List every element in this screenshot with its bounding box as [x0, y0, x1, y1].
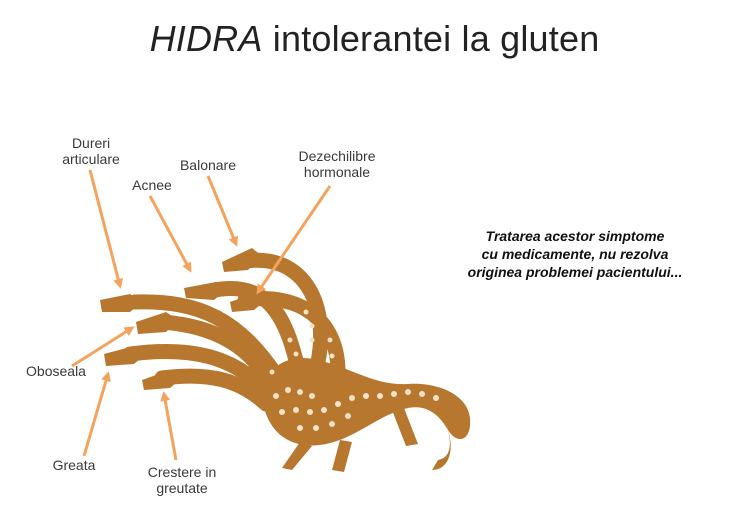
- hydra-head: [136, 312, 178, 334]
- label-balonare: Balonare: [168, 157, 248, 173]
- label-line: Crestere in: [147, 464, 217, 480]
- label-line: Dezechilibre: [298, 148, 376, 164]
- label-crestere-greutate: Crestere in greutate: [132, 464, 232, 496]
- hydra-head: [222, 248, 262, 272]
- label-dureri-articulare: Dureri articulare: [46, 135, 136, 167]
- label-line: Dureri: [71, 135, 111, 151]
- hydra-leg: [392, 408, 418, 446]
- label-line: Balonare: [179, 157, 237, 173]
- arrow-icon: [206, 175, 238, 247]
- arrow-icon: [148, 195, 192, 273]
- label-line: Oboseala: [26, 363, 86, 379]
- label-line: Acnee: [132, 177, 172, 193]
- arrow-icon: [256, 185, 332, 295]
- hydra-illustration: [100, 248, 471, 472]
- label-oboseala: Oboseala: [16, 363, 96, 379]
- title-rest: intolerantei la gluten: [272, 18, 600, 59]
- note-line: originea problemei pacientului...: [467, 264, 683, 280]
- label-dezechilibre-hormonale: Dezechilibre hormonale: [282, 148, 392, 180]
- label-acnee: Acnee: [122, 177, 182, 193]
- hydra-tail: [432, 430, 451, 470]
- arrow-icon: [82, 371, 111, 457]
- label-greata: Greata: [44, 457, 104, 473]
- hydra-leg: [332, 440, 352, 472]
- hydra-neck: [122, 343, 276, 402]
- hydra-head: [184, 282, 226, 300]
- hydra-neck: [232, 252, 329, 370]
- label-line: hormonale: [303, 164, 371, 180]
- arrow-icon: [71, 326, 135, 368]
- label-line: Greata: [52, 457, 96, 473]
- hydra-body: [262, 357, 471, 446]
- title-emphasis: HIDRA: [149, 18, 263, 59]
- page-title: HIDRA intolerantei la gluten: [0, 18, 749, 60]
- hydra-neck: [207, 281, 308, 386]
- hydra-head: [100, 294, 142, 312]
- arrow-icon: [160, 391, 178, 461]
- label-line: greutate: [156, 480, 208, 496]
- treatment-note: Tratarea acestor simptome cu medicamente…: [455, 227, 695, 281]
- hydra-neck: [127, 294, 286, 386]
- hydra-leg: [282, 442, 312, 470]
- note-line: cu medicamente, nu rezolva: [481, 246, 669, 262]
- note-line: Tratarea acestor simptome: [485, 228, 665, 244]
- hydra-head: [104, 346, 146, 366]
- hydra-head: [142, 370, 182, 390]
- arrow-icon: [88, 169, 124, 289]
- hydra-neck: [154, 314, 280, 394]
- hydra-head: [230, 292, 266, 312]
- label-line: articulare: [62, 151, 120, 167]
- scale-pattern: [269, 309, 439, 431]
